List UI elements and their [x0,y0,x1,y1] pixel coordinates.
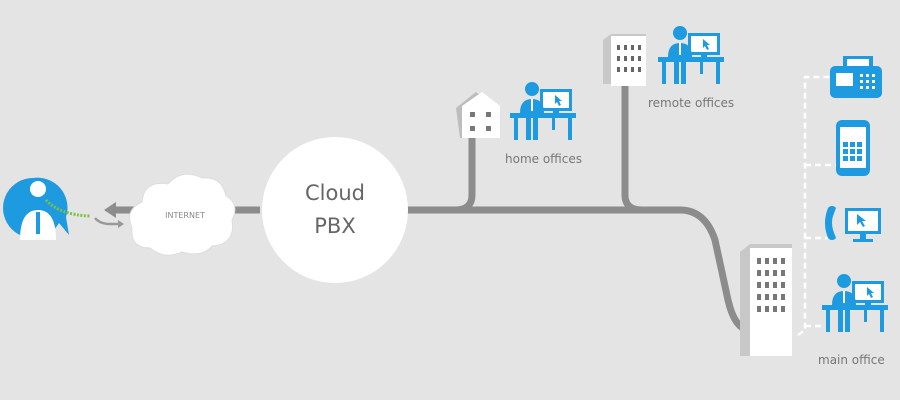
remote-offices-label: remote offices [648,96,734,110]
pbx-label-line1: Cloud [305,181,365,205]
remote-desk-worker-icon [658,26,724,84]
main-office-tower-icon [740,244,792,356]
fax-icon [830,56,882,98]
home-desk-worker-icon [510,82,576,140]
dashed-connectors [797,75,836,337]
remote-branch [621,82,643,214]
return-arrow [94,217,122,226]
internet-label: INTERNET [165,211,205,220]
office-building-icon [603,34,646,86]
desk-phone-monitor-icon [825,206,881,242]
internet-cloud: INTERNET [129,173,236,256]
home-offices-label: home offices [505,152,582,166]
house-icon [456,92,500,138]
phone-cord [44,198,91,218]
main-desk-worker-icon [822,274,888,332]
main-line [405,206,751,334]
cloud-pbx-circle [262,137,408,283]
home-branch [454,135,476,214]
caller-icon [3,177,91,240]
mobile-phone-icon [836,120,870,176]
arrow-right-icon [118,220,124,228]
main-office-label: main office [818,353,885,367]
arrow-left-icon [104,202,116,218]
pbx-label-line2: PBX [314,214,355,238]
